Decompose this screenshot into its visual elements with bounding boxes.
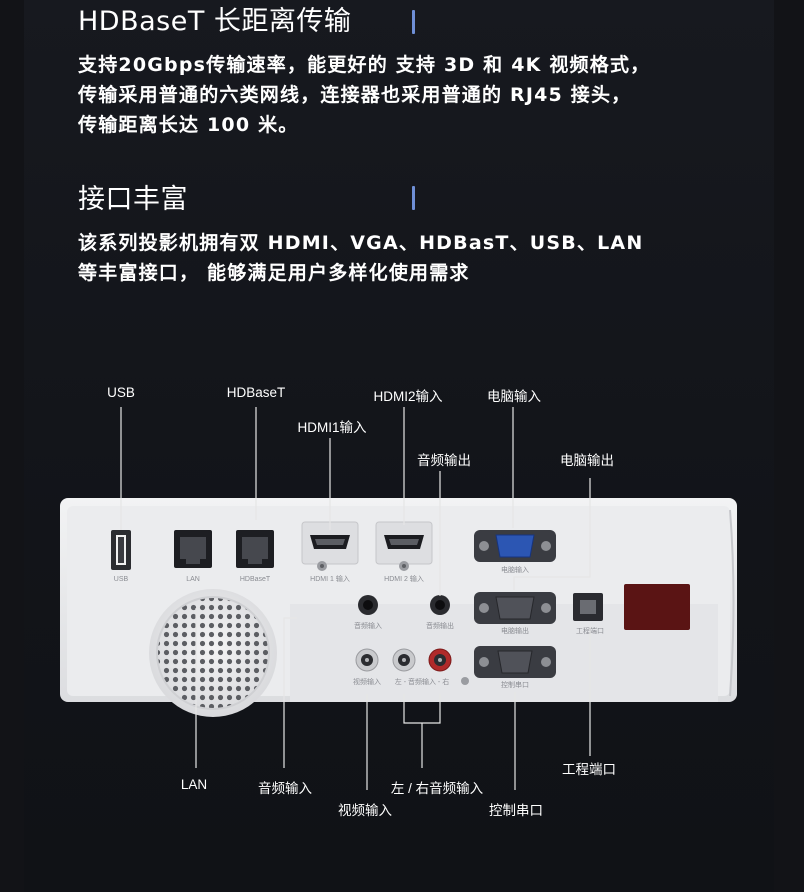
callout-hdmi2-input: HDMI2输入 — [373, 389, 443, 404]
hdmi2-port — [375, 521, 433, 571]
lan-port — [174, 530, 212, 568]
section-title: 接口丰富 — [78, 184, 188, 215]
pc-input-vga-port — [474, 530, 556, 562]
callout-lines — [120, 407, 591, 790]
body-line: 支持20Gbps传输速率，能更好的 支持 3D 和 4K 视频格式， — [78, 54, 651, 76]
right-audio-rca — [428, 648, 452, 672]
section-interfaces: 接口丰富 该系列投影机拥有双 HDMI、VGA、HDBasT、USB、LAN 等… — [78, 182, 643, 288]
callout-control-serial: 控制串口 — [489, 803, 543, 818]
ground-screw-icon — [461, 677, 469, 685]
panel-label: 左 - 音频输入 - 右 — [395, 677, 449, 686]
callout-lan: LAN — [180, 777, 208, 792]
panel-label: 电脑输出 — [501, 626, 529, 635]
left-audio-rca — [392, 648, 416, 672]
callout-hdmi1-input: HDMI1输入 — [297, 420, 367, 435]
section-title: HDBaseT 长距离传输 — [78, 6, 352, 37]
callout-hdbaset: HDBaseT — [226, 385, 286, 400]
accent-bar — [412, 186, 415, 210]
panel-label: 音频输入 — [354, 621, 382, 630]
body-line: 该系列投影机拥有双 HDMI、VGA、HDBasT、USB、LAN — [78, 232, 644, 254]
panel-label: LAN — [186, 576, 200, 583]
panel-label: 音频输出 — [426, 621, 454, 630]
body-line: 等丰富接口， 能够满足用户多样化使用需求 — [78, 262, 470, 284]
callout-video-input: 视频输入 — [338, 803, 392, 818]
panel-label: 控制串口 — [501, 680, 529, 689]
callout-lr-audio-input: 左 / 右音频输入 — [390, 781, 484, 796]
panel-label: HDMI 1 输入 — [310, 574, 350, 583]
content-panel — [24, 0, 774, 892]
hdmi1-port — [301, 521, 359, 571]
section-body: 该系列投影机拥有双 HDMI、VGA、HDBasT、USB、LAN 等丰富接口，… — [78, 228, 643, 288]
panel-label: 电脑输入 — [501, 565, 529, 574]
callout-service-port: 工程端口 — [562, 762, 616, 777]
usb-port — [111, 530, 131, 570]
ir-window — [624, 584, 690, 630]
speaker-grille — [149, 589, 277, 717]
panel-label: HDBaseT — [240, 576, 271, 583]
hdbaset-port — [236, 530, 274, 568]
audio-output-jack — [430, 595, 450, 615]
control-serial-port — [474, 646, 556, 678]
section-hdbaset: HDBaseT 长距离传输 支持20Gbps传输速率，能更好的 支持 3D 和 … — [78, 4, 650, 140]
service-port — [573, 593, 603, 621]
callout-pc-output: 电脑输出 — [560, 453, 614, 468]
body-line: 传输采用普通的六类网线，连接器也采用普通的 RJ45 接头， — [78, 84, 632, 106]
section-body: 支持20Gbps传输速率，能更好的 支持 3D 和 4K 视频格式， 传输采用普… — [78, 50, 650, 140]
audio-input-jack — [358, 595, 378, 615]
callout-audio-output: 音频输出 — [417, 453, 471, 468]
callout-pc-input: 电脑输入 — [487, 389, 541, 404]
pc-output-vga-port — [474, 592, 556, 624]
video-input-rca — [355, 648, 379, 672]
callout-usb: USB — [107, 385, 135, 400]
body-line: 传输距离长达 100 米。 — [78, 114, 299, 136]
panel-label: HDMI 2 输入 — [384, 574, 424, 583]
callout-audio-input: 音频输入 — [258, 781, 312, 796]
panel-label: 视频输入 — [353, 677, 381, 686]
accent-bar — [412, 10, 415, 34]
panel-label: USB — [114, 576, 129, 583]
